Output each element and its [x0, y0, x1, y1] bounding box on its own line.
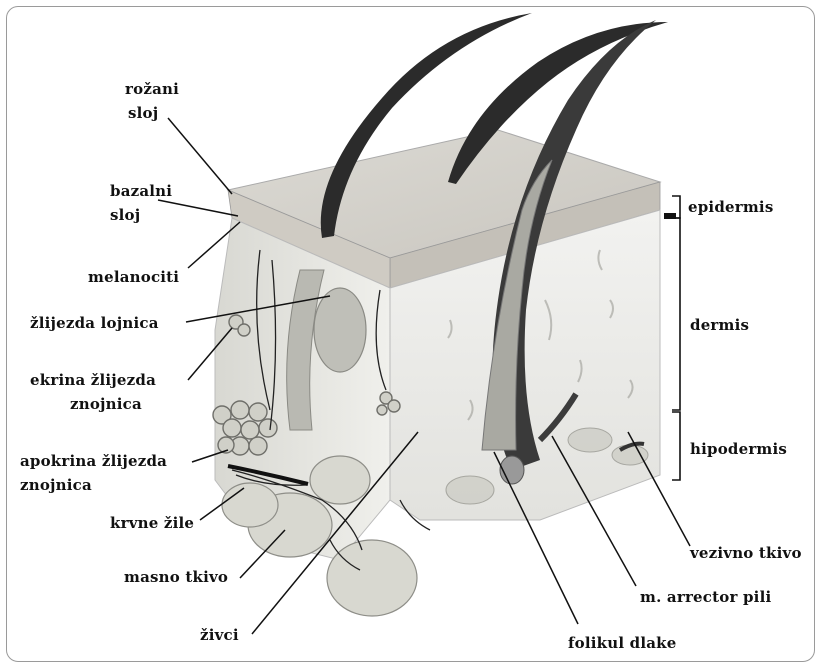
label-dermis: dermis — [690, 314, 749, 336]
label-hipodermis: hipodermis — [690, 438, 787, 460]
dermis-bracket — [672, 218, 680, 410]
label-apokrina-line2: znojnica — [20, 474, 92, 496]
label-epidermis: epidermis — [688, 196, 773, 218]
label-folikul-dlake: folikul dlake — [568, 632, 677, 654]
label-arrector-pili: m. arrector pili — [640, 586, 771, 608]
layer-brackets — [672, 196, 680, 480]
label-apokrina-line1: apokrina žlijezda — [20, 450, 167, 472]
label-bazalni-sloj-line2: sloj — [110, 204, 140, 226]
label-zlijezda-lojnica: žlijezda lojnica — [30, 312, 159, 334]
label-krvne-zile: krvne žile — [110, 512, 194, 534]
label-ekrina-line1: ekrina žlijezda — [30, 369, 156, 391]
label-melanociti: melanociti — [88, 266, 179, 288]
label-masno-tkivo: masno tkivo — [124, 566, 228, 588]
sebaceous-gland — [314, 288, 366, 372]
label-vezivno-tkivo: vezivno tkivo — [690, 542, 802, 564]
label-rozani-sloj-line2: sloj — [128, 102, 158, 124]
label-bazalni-sloj-line1: bazalni — [110, 180, 172, 202]
hipodermis-bracket — [672, 412, 680, 480]
label-zivci: živci — [200, 624, 239, 646]
label-ekrina-line2: znojnica — [70, 393, 142, 415]
label-rozani-sloj-line1: rožani — [125, 78, 179, 100]
